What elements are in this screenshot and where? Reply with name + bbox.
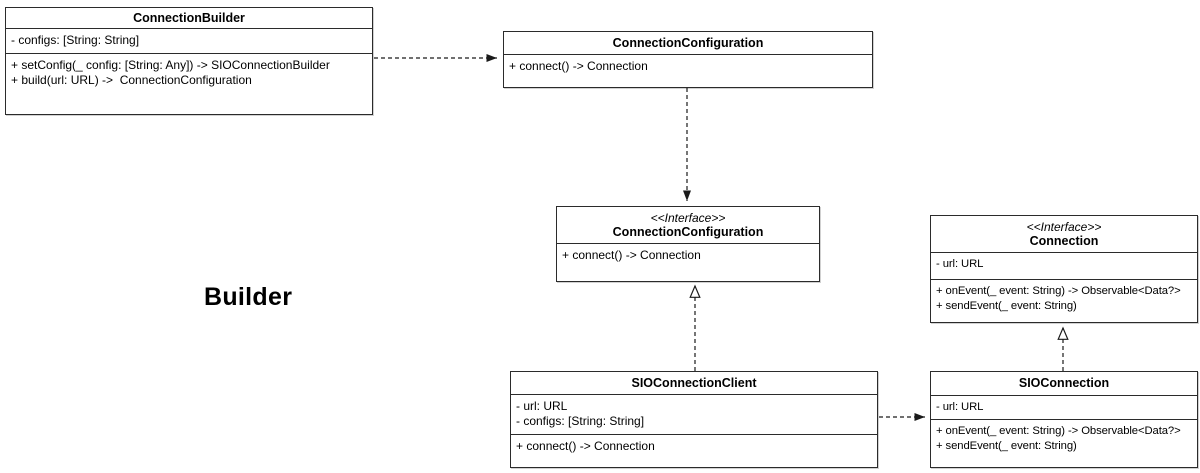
class-connection-interface[interactable]: <<Interface>> Connection - url: URL + on… bbox=[930, 215, 1198, 323]
methods-section: + connect() -> Connection bbox=[504, 54, 872, 87]
class-title: ConnectionBuilder bbox=[133, 10, 245, 25]
attribute: - url: URL bbox=[936, 401, 984, 413]
method: + connect() -> Connection bbox=[509, 59, 648, 73]
method: + connect() -> Connection bbox=[562, 248, 701, 262]
attribute: - configs: [String: String] bbox=[11, 33, 140, 47]
class-connection-configuration-interface[interactable]: <<Interface>> ConnectionConfiguration + … bbox=[556, 206, 820, 282]
method: + onEvent(_ event: String) -> Observable… bbox=[936, 425, 1181, 437]
method: + connect() -> Connection bbox=[516, 439, 655, 453]
attribute: - url: URL bbox=[936, 258, 984, 270]
method: + setConfig(_ config: [String: Any]) -> … bbox=[11, 58, 330, 72]
methods-section: + setConfig(_ config: [String: Any]) -> … bbox=[6, 53, 372, 114]
class-title: ConnectionConfiguration bbox=[612, 224, 764, 239]
methods-section: + connect() -> Connection bbox=[511, 434, 877, 467]
attribute: - configs: [String: String] bbox=[516, 414, 645, 428]
stereotype-label: <<Interface>> bbox=[1026, 219, 1102, 234]
class-sio-connection-client[interactable]: SIOConnectionClient - url: URL - configs… bbox=[510, 371, 878, 468]
class-title: SIOConnectionClient bbox=[631, 375, 757, 390]
attribute: - url: URL bbox=[516, 399, 568, 413]
method: + sendEvent(_ event: String) bbox=[936, 440, 1077, 452]
class-connection-configuration[interactable]: ConnectionConfiguration + connect() -> C… bbox=[503, 31, 873, 88]
methods-section: + connect() -> Connection bbox=[557, 243, 819, 281]
class-sio-connection[interactable]: SIOConnection - url: URL + onEvent(_ eve… bbox=[930, 371, 1198, 468]
attributes-section: - url: URL bbox=[931, 395, 1197, 419]
class-title: Connection bbox=[1029, 233, 1099, 248]
method: + build(url: URL) -> ConnectionConfigura… bbox=[11, 73, 252, 87]
diagram-title-builder: Builder bbox=[204, 283, 293, 311]
method: + sendEvent(_ event: String) bbox=[936, 300, 1077, 312]
methods-section: + onEvent(_ event: String) -> Observable… bbox=[931, 279, 1197, 322]
class-title: SIOConnection bbox=[1018, 376, 1110, 390]
methods-section: + onEvent(_ event: String) -> Observable… bbox=[931, 419, 1197, 467]
attributes-section: - url: URL - configs: [String: String] bbox=[511, 394, 877, 434]
stereotype-label: <<Interface>> bbox=[650, 210, 726, 225]
class-title: ConnectionConfiguration bbox=[612, 35, 764, 50]
attributes-section: - configs: [String: String] bbox=[6, 28, 372, 53]
attributes-section: - url: URL bbox=[931, 252, 1197, 279]
class-connection-builder[interactable]: ConnectionBuilder - configs: [String: St… bbox=[5, 7, 373, 115]
method: + onEvent(_ event: String) -> Observable… bbox=[936, 285, 1181, 297]
